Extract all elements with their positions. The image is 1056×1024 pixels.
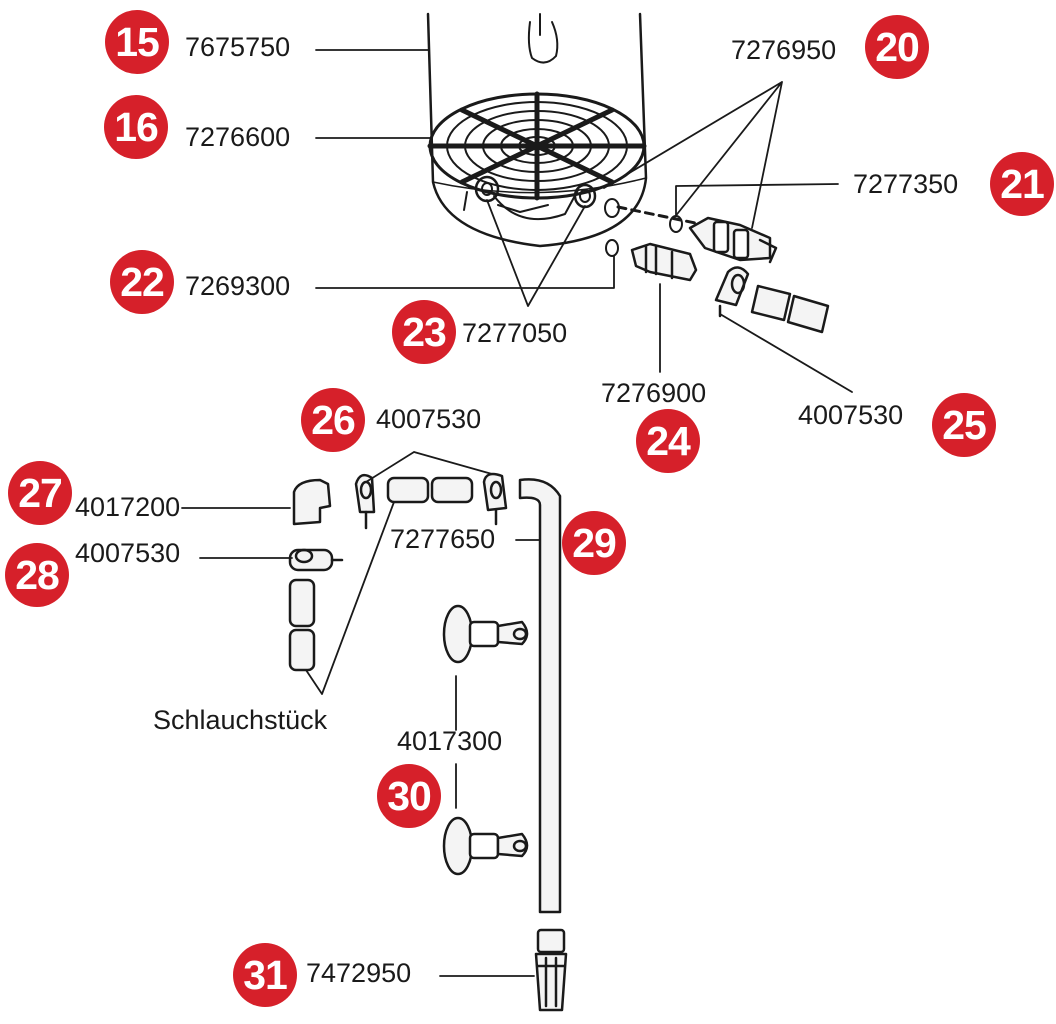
callout-badge-22: 22 <box>110 250 174 314</box>
hose-piece <box>288 628 316 672</box>
suction-cup-clip-30-bottom <box>442 816 529 876</box>
clamp-26-left <box>354 473 376 530</box>
part-number-15: 7675750 <box>185 32 291 62</box>
part-number-28: 4007530 <box>75 538 181 568</box>
hose-piece-label: Schlauchstück <box>153 705 328 735</box>
callout-badge-30: 30 <box>377 764 441 828</box>
part-number-27: 4017200 <box>75 492 181 522</box>
callout-badge-15: 15 <box>105 10 169 74</box>
callout-badge-24: 24 <box>636 409 700 473</box>
part-number-21: 7277350 <box>853 169 959 199</box>
valve-block <box>688 216 778 264</box>
assembly-axis <box>616 205 702 226</box>
elbow-27 <box>292 478 332 526</box>
clamp-25 <box>714 266 750 318</box>
clamp-28 <box>288 548 344 572</box>
o-ring <box>605 239 619 257</box>
part-number-23: 7277050 <box>462 318 568 348</box>
hose-piece <box>430 476 474 504</box>
part-number-16: 7276600 <box>185 122 291 152</box>
intake-strainer-31 <box>534 928 568 1012</box>
part-number-24: 7276900 <box>601 378 707 408</box>
filter-canister <box>426 12 648 248</box>
hose-connector <box>630 242 698 282</box>
part-number-30: 4017300 <box>397 726 503 756</box>
hose-piece <box>288 578 316 628</box>
return-pipe-29 <box>518 478 562 914</box>
callout-badge-21: 21 <box>990 152 1054 216</box>
part-number-22: 7269300 <box>185 271 291 301</box>
callout-badge-29: 29 <box>562 511 626 575</box>
callout-badge-16: 16 <box>104 95 168 159</box>
part-number-31: 7472950 <box>306 958 412 988</box>
leader-lines <box>181 49 853 977</box>
suction-cup-clip-30-top <box>442 604 529 664</box>
strainer-grid <box>427 91 647 221</box>
callout-badge-27: 27 <box>8 461 72 525</box>
callout-badge-28: 28 <box>5 543 69 607</box>
part-number-26: 4007530 <box>376 404 482 434</box>
part-number-25: 4007530 <box>798 400 904 430</box>
part-number-20: 7276950 <box>731 35 837 65</box>
part-number-29: 7277650 <box>390 524 496 554</box>
callout-badge-25: 25 <box>932 393 996 457</box>
callout-badge-31: 31 <box>233 943 297 1007</box>
callout-badge-20: 20 <box>865 15 929 79</box>
callout-badge-26: 26 <box>301 388 365 452</box>
hose-pieces-25 <box>750 284 830 334</box>
clamp-26-right <box>482 472 508 526</box>
callout-badge-23: 23 <box>392 300 456 364</box>
hose-piece <box>386 476 430 504</box>
